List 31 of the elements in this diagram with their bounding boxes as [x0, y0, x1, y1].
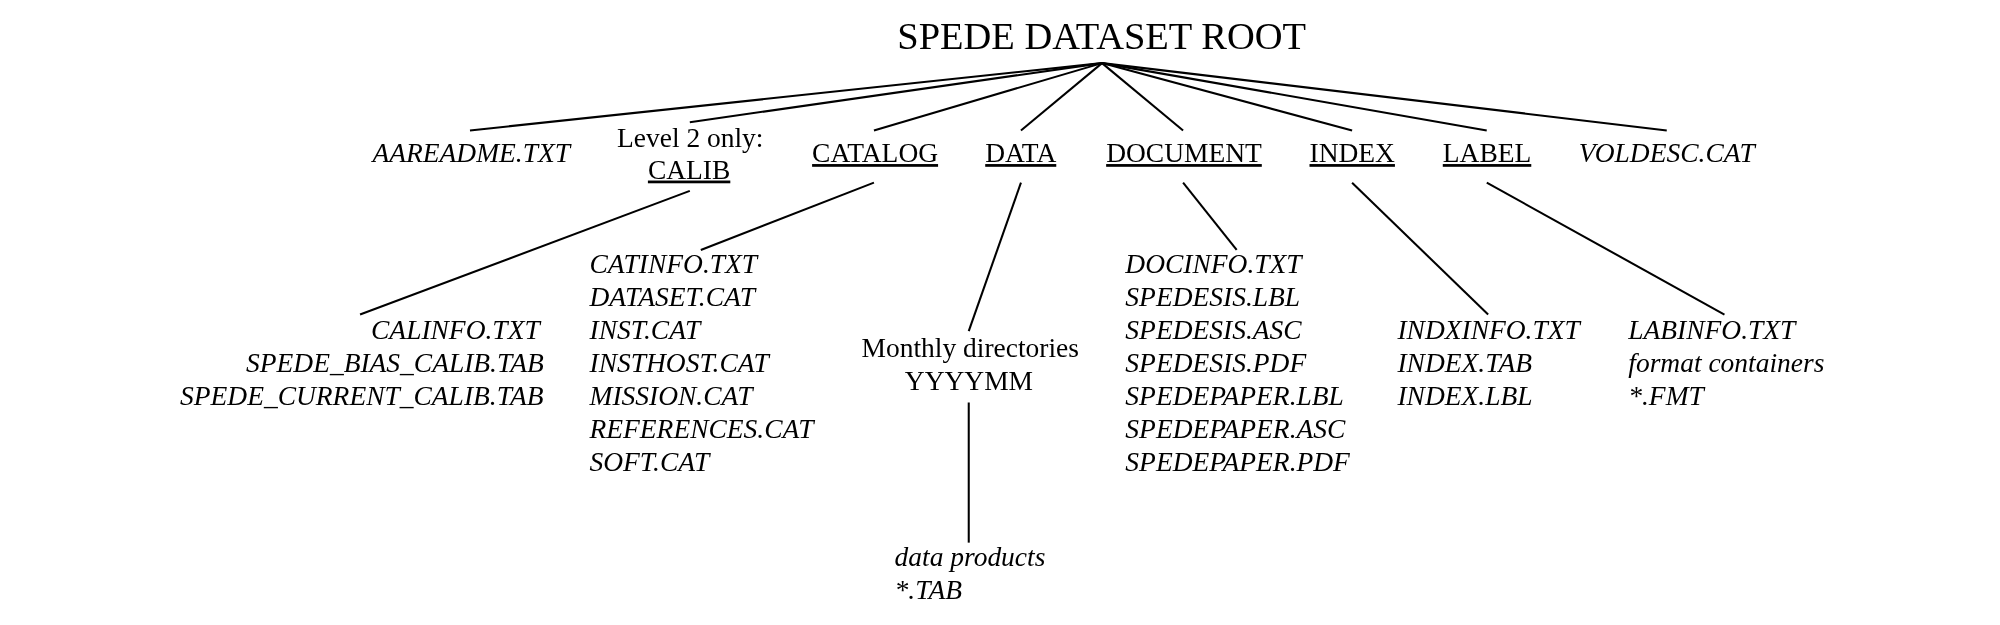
connector: [1101, 62, 1353, 132]
connector: [1020, 62, 1103, 132]
node-text: INDXINFO.TXT INDEX.TAB INDEX.LBL: [1397, 315, 1580, 412]
node-text: DOCUMENT: [1106, 138, 1262, 169]
node-text: LABINFO.TXT format containers *.FMT: [1628, 315, 1825, 412]
node-text: Level 2 only: CALIB: [616, 122, 764, 185]
connector: [1351, 181, 1489, 316]
connector: [967, 182, 1022, 332]
connector: [873, 62, 1103, 132]
connector: [700, 181, 875, 251]
node-text: CALINFO.TXT SPEDE_BIAS_CALIB.TAB SPEDE_CURRENT_CALIB.TAB: [180, 315, 544, 412]
node-text: data products *.TAB: [894, 542, 1046, 605]
connector: [689, 62, 1103, 124]
connector: [1101, 62, 1487, 132]
node-text: CATALOG: [812, 138, 939, 169]
node-text: DOCINFO.TXT SPEDESIS.LBL SPEDESIS.ASC SPEDESIS.PDF SPEDEPAPER.LBL SPEDEPAPER.ASC SPEDEPAPER.PDF: [1125, 249, 1350, 478]
connector: [1182, 182, 1238, 251]
connector: [359, 189, 691, 316]
node-text: VOLDESC.CAT: [1578, 138, 1755, 169]
connector: [469, 62, 1103, 132]
node-text: INDEX: [1309, 138, 1395, 169]
node-text: SPEDE DATASET ROOT: [897, 14, 1307, 57]
connector: [1101, 62, 1184, 132]
connector: [1486, 181, 1725, 316]
node-text: DATA: [985, 138, 1057, 169]
node-text: Monthly directories YYYYMM: [861, 333, 1079, 397]
node-text: CATINFO.TXT DATASET.CAT INST.CAT INSTHOST.CAT MISSION.CAT REFERENCES.CAT SOFT.CAT: [589, 249, 814, 478]
node-text: LABEL: [1442, 138, 1532, 169]
connector: [1101, 62, 1667, 132]
connector: [967, 402, 970, 543]
node-text: AAREADME.TXT: [372, 138, 571, 169]
